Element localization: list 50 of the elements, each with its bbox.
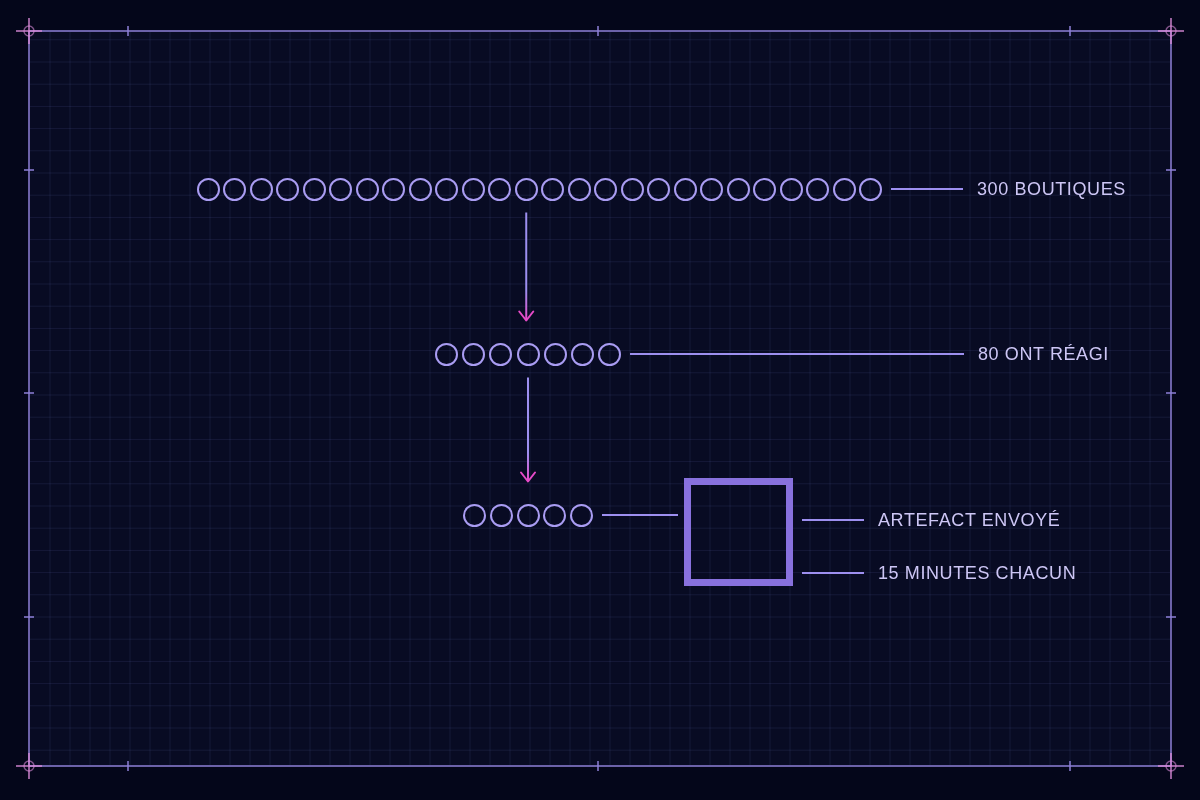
circle-node [594, 177, 618, 201]
circle-node [832, 177, 856, 201]
circle-node [647, 177, 671, 201]
circle-node [620, 177, 644, 201]
square-node [684, 478, 793, 586]
connector-line [801, 519, 865, 521]
circle-node [463, 503, 486, 527]
connector-line [629, 353, 965, 355]
note-label: ARTEFACT ENVOYÉ [878, 509, 1061, 531]
circle-node [489, 342, 513, 366]
circle-node [488, 177, 512, 201]
circle-node [543, 342, 567, 366]
circle-node [570, 503, 593, 527]
circle-node [516, 342, 540, 366]
circle-node [329, 177, 353, 201]
count-label: 300 BOUTIQUES [977, 178, 1126, 200]
circle-node [302, 177, 326, 201]
circle-node [570, 342, 594, 366]
circle-node [779, 177, 803, 201]
circle-node [541, 177, 565, 201]
connector-line [601, 514, 679, 516]
circle-node [223, 177, 247, 201]
circle-node [859, 177, 882, 201]
circle-node [700, 177, 724, 201]
connector-line [801, 572, 865, 574]
circle-node [516, 503, 540, 527]
circle-node [543, 503, 567, 527]
circle-node [489, 503, 513, 527]
circle-node [567, 177, 591, 201]
circle-node [598, 342, 621, 366]
count-label: 80 ONT RÉAGI [978, 343, 1109, 365]
arrow [518, 211, 535, 322]
circle-node [249, 177, 273, 201]
arrow [520, 376, 536, 483]
circle-node [197, 177, 220, 201]
connector-line [890, 188, 964, 190]
circle-node [461, 177, 485, 201]
circle-node [408, 177, 432, 201]
circle-node [276, 177, 300, 201]
circle-node [753, 177, 777, 201]
circle-node [355, 177, 379, 201]
circle-node [726, 177, 750, 201]
circle-node [806, 177, 830, 201]
circle-node [435, 177, 459, 201]
circle-node [435, 342, 458, 366]
circle-node [673, 177, 697, 201]
circle-node [514, 177, 538, 201]
circle-node [382, 177, 406, 201]
note-label: 15 MINUTES CHACUN [878, 562, 1077, 584]
circle-node [462, 342, 486, 366]
